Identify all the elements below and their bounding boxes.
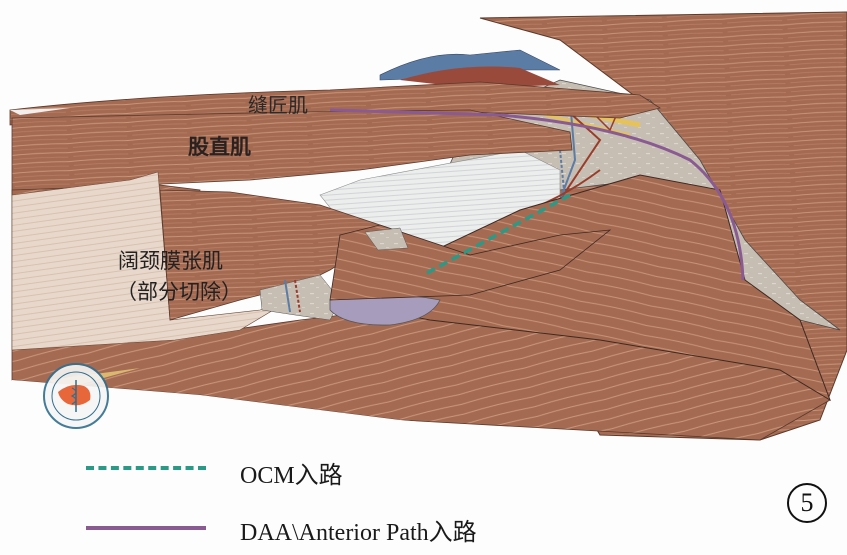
legend-label-daa: DAA\Anterior Path入路 <box>240 520 477 546</box>
legend-label-ocm: OCM入路 <box>240 463 343 489</box>
figure-number: 5 <box>787 483 827 523</box>
legend-swatch-ocm <box>86 466 206 470</box>
lower-fascia <box>259 274 341 321</box>
anatomy-illustration <box>9 11 847 441</box>
gluteus-medius <box>328 174 831 402</box>
artery-top <box>400 66 560 88</box>
legend-swatch-daa <box>86 526 206 530</box>
daa-path <box>329 108 745 281</box>
chinese-medical-association-logo <box>43 363 109 429</box>
label-rectus-femoris: 股直肌 <box>188 135 251 159</box>
label-sartorius: 缝匠肌 <box>248 93 308 117</box>
label-tfl-partial-resection: （部分切除） <box>116 280 242 304</box>
label-tfl: 阔颈膜张肌 <box>118 249 223 273</box>
sartorius-muscle <box>9 81 661 126</box>
